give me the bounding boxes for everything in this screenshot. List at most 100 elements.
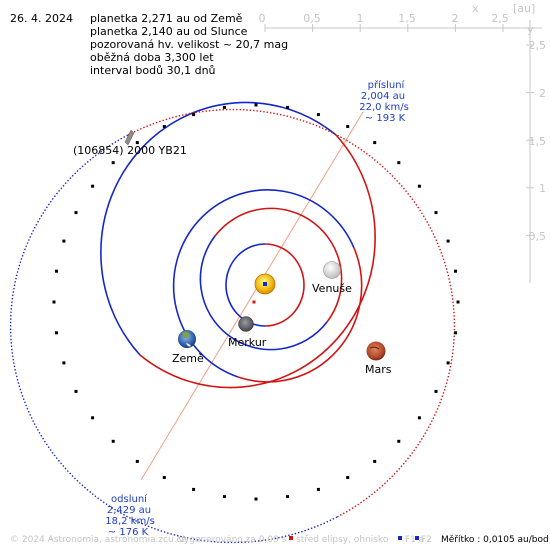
venus-planet	[323, 261, 341, 279]
orbit-point	[316, 113, 320, 117]
y-tick-label: 1	[539, 182, 546, 195]
orbit-point	[454, 269, 457, 273]
perihelion-temp: ~ 193 K	[365, 113, 406, 124]
orbit-point	[135, 141, 139, 145]
perihelion-title: přísluní	[368, 79, 406, 91]
orbit-point	[446, 361, 450, 365]
orbit-point	[135, 459, 139, 463]
legend-f2-text: F2	[421, 535, 432, 545]
orbit-point	[111, 439, 115, 443]
asteroid-name: (106854) 2000 YB21	[73, 144, 187, 157]
orbit-point	[74, 389, 78, 393]
orbit-point	[373, 141, 377, 145]
earth-label: Země	[172, 352, 204, 365]
perihelion-speed: 22,0 km/s	[359, 102, 409, 113]
orbit-point	[254, 103, 258, 107]
y-tick-label: 2,5	[529, 39, 547, 52]
mars-planet	[366, 341, 386, 361]
orbit-point	[346, 476, 350, 479]
y-tick-label: 2	[539, 87, 546, 100]
date-label: 26. 4. 2024	[10, 12, 73, 25]
asteroid-orbit-points	[52, 103, 460, 501]
orbit-point	[434, 211, 438, 215]
x-tick-label: 0	[259, 12, 266, 25]
orbit-point	[162, 125, 166, 128]
aphelion-speed: 18,2 km/s	[105, 516, 155, 527]
mars-label: Mars	[365, 363, 392, 376]
legend-f1-text: F1 a	[405, 535, 424, 545]
x-tick-label: 2,5	[491, 12, 509, 25]
legend-f2-swatch	[415, 536, 419, 540]
aphelion-title: odsluní	[111, 493, 148, 505]
orbit-point	[111, 161, 115, 165]
x-tick-label: 0,5	[303, 12, 321, 25]
orbit-point	[192, 487, 196, 491]
perihelion-distance: 2,004 au	[361, 91, 405, 102]
orbit-point	[446, 239, 450, 243]
orbit-point	[52, 300, 56, 304]
y-tick-label: 1,5	[529, 135, 547, 148]
mercury-label: Merkur	[228, 336, 267, 349]
y-tick-label: 0,5	[529, 230, 547, 243]
x-tick-label: 2	[452, 12, 459, 25]
axis-unit: [au]	[513, 2, 535, 15]
orbit-point	[456, 300, 460, 304]
mars-orbit-south	[100, 101, 337, 356]
x-tick-label: 1	[357, 12, 364, 25]
orbit-point	[222, 105, 226, 109]
ellipse-center-marker	[252, 300, 256, 304]
x-axis-symbol: x	[472, 2, 479, 15]
orbit-point	[55, 331, 58, 335]
mercury-planet	[238, 316, 254, 332]
orbit-point	[417, 416, 421, 420]
copyright-text: © 2024 Astronomia, astronomia.zcu.cz	[10, 535, 187, 545]
orbit-point	[254, 497, 258, 501]
venus-label: Venuše	[312, 282, 352, 295]
orbit-point	[286, 105, 290, 109]
asteroid-orbit-south	[9, 134, 338, 544]
orbit-point	[74, 211, 78, 215]
aphelion-temp: ~ 176 K	[108, 527, 149, 538]
asteroid-marker	[124, 129, 135, 146]
earth-planet	[178, 330, 196, 348]
info-line: planetka 2,271 au od Země	[90, 12, 243, 25]
scale-text: Měřítko : 0,0105 au/bod	[441, 535, 549, 545]
orbit-point	[346, 125, 350, 128]
x-tick-label: 1,5	[398, 12, 416, 25]
info-line: pozorovaná hv. velikost ~ 20,7 mag	[90, 38, 288, 51]
orbit-point	[91, 416, 95, 420]
orbit-point	[62, 239, 66, 243]
mercury-orbit-north	[264, 243, 305, 327]
mars-orbit-north	[139, 134, 376, 389]
orbit-point	[55, 269, 58, 273]
info-line: oběžná doba 3,300 let	[90, 51, 214, 64]
legend-center-swatch	[289, 536, 293, 540]
orbit-point	[192, 113, 196, 117]
venus-orbit-north	[214, 207, 343, 323]
y-axis-ruler	[526, 20, 534, 283]
orbit-point	[373, 459, 377, 463]
orbit-point	[454, 331, 457, 335]
orbit-point	[286, 495, 290, 499]
legend-center-text: střed elipsy, ohnisko	[296, 535, 389, 545]
info-line: planetka 2,140 au od Slunce	[90, 25, 248, 38]
orbit-point	[417, 184, 421, 188]
orbit-point	[222, 495, 226, 499]
orbit-point	[434, 389, 438, 393]
x-axis-ruler	[264, 24, 542, 32]
apsidal-line	[140, 111, 364, 481]
orbit-point	[397, 161, 401, 165]
aphelion-distance: 2,429 au	[107, 505, 151, 516]
asteroid-orbit-north	[127, 108, 456, 518]
legend-f1-swatch	[398, 536, 402, 540]
orbit-point	[397, 439, 401, 443]
venus-orbit-south	[199, 235, 328, 351]
info-line: interval bodů 30,1 dnů	[90, 64, 216, 77]
generated-text: Vygenerováno za 0,09 s	[178, 535, 287, 545]
orbit-point	[62, 361, 66, 365]
sun	[254, 273, 276, 295]
y-axis-symbol: y	[527, 23, 534, 36]
orbit-point	[91, 184, 95, 188]
